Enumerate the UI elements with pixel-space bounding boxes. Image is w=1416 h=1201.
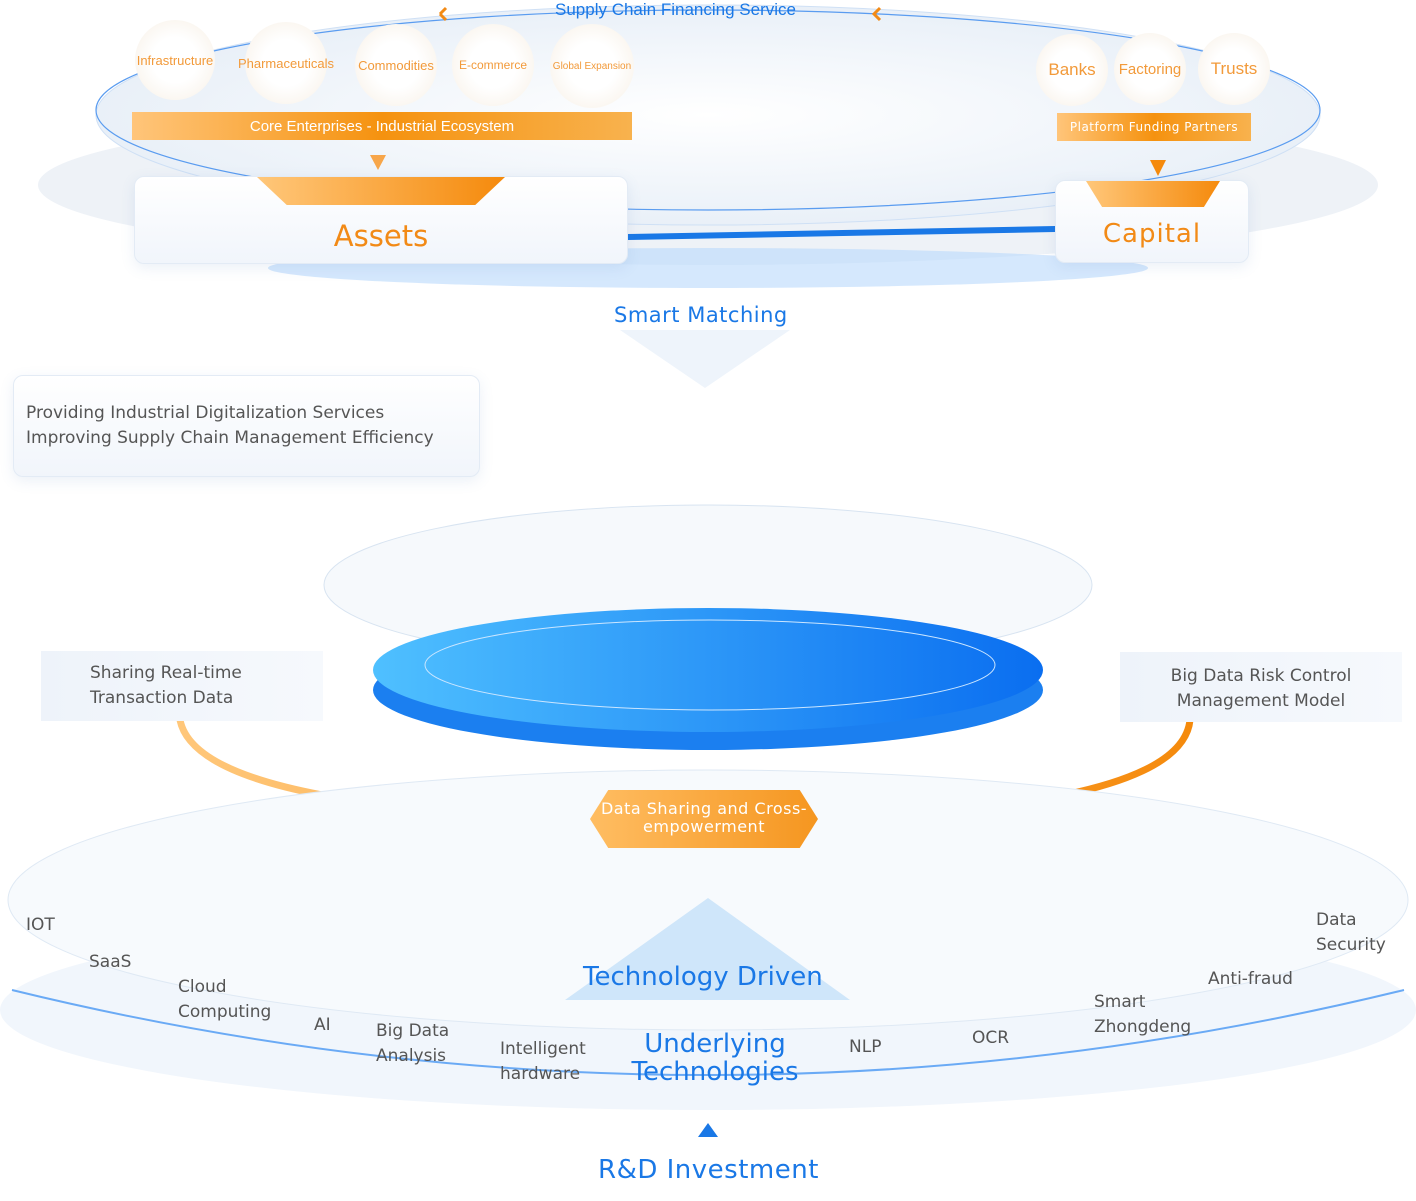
tech-nlp: NLP [849,1037,882,1057]
info-line-1: Providing Industrial Digitalization Serv… [26,403,385,423]
platform-funding-bar: Platform Funding Partners [1057,113,1251,141]
assets-card: Assets [134,176,628,264]
technology-driven-label: Technology Driven [583,962,823,992]
industry-commodities: Commodities [355,24,437,106]
tech-anti-fraud: Anti-fraud [1208,969,1293,989]
tech-smart-zhongdeng: Smart Zhongdeng [1094,992,1192,1037]
sharing-data-box: Sharing Real-time Transaction Data [41,651,323,721]
info-line-2: Improving Supply Chain Management Effici… [26,428,434,448]
capital-tab-shape [1086,181,1220,207]
tech-ai: AI [314,1015,331,1035]
capital-label: Capital [1102,219,1202,249]
tech-intelligent-hardware: Intelligent hardware [500,1039,586,1084]
capital-card: Capital [1055,180,1249,263]
tech-saas: SaaS [89,952,132,972]
smart-matching-label: Smart Matching [614,303,788,327]
industry-infrastructure: Infrastructure [135,20,215,100]
tech-big-data: Big Data Analysis [376,1021,450,1066]
data-sharing-badge: Data Sharing and Cross-empowerment [590,790,818,848]
tech-ocr: OCR [972,1028,1010,1048]
industry-global-expansion: Global Expansion [550,24,634,108]
risk-control-box: Big Data Risk Control Management Model [1120,652,1402,722]
tech-iot: IOT [26,915,55,935]
industry-ecommerce: E-commerce [452,24,534,106]
underlying-technologies-label: Underlying Technologies [631,1029,799,1087]
service-title: Supply Chain Financing Service [555,0,796,19]
rd-investment-label: R&D Investment [598,1155,819,1185]
assets-tab-shape [257,177,505,205]
core-enterprises-bar: Core Enterprises - Industrial Ecosystem [132,112,632,140]
assets-label: Assets [333,219,429,253]
info-card: Providing Industrial Digitalization Serv… [13,375,480,477]
tech-data-security: Data Security [1316,910,1386,955]
partner-banks: Banks [1036,34,1108,106]
industry-pharmaceuticals: Pharmaceuticals [238,22,334,104]
partner-trusts: Trusts [1198,33,1270,105]
partner-factoring: Factoring [1114,33,1186,105]
tech-cloud-computing: Cloud Computing [178,977,272,1022]
